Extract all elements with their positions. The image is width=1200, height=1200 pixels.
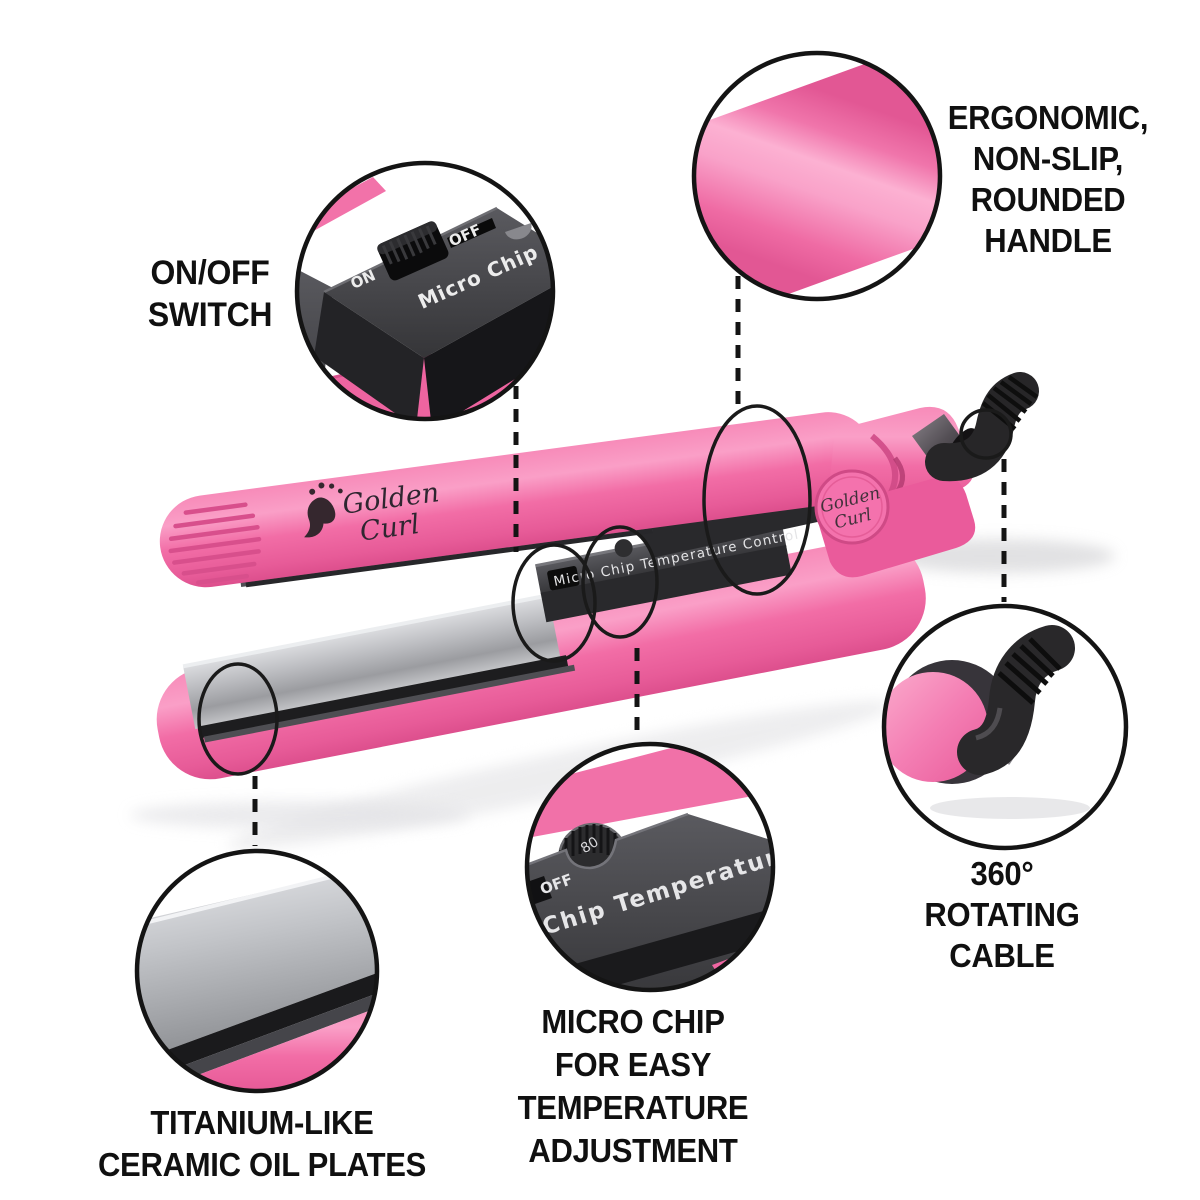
label-line: TEMPERATURE [517, 1089, 749, 1126]
zoom-circle-plates [134, 848, 380, 1094]
label-on-off-switch: ON/OFF SWITCH [90, 252, 331, 336]
label-line: MICRO CHIP [541, 1003, 725, 1040]
marker-dial [581, 525, 659, 639]
label-line: ON/OFF [150, 254, 270, 292]
label-micro-chip: MICRO CHIP FOR EASY TEMPERATURE ADJUSTME… [487, 1000, 778, 1172]
callout-lines [252, 276, 1007, 846]
label-line: 360° [970, 855, 1034, 892]
cable-ridges [981, 375, 1039, 431]
label-line: TITANIUM-LIKE [150, 1104, 374, 1141]
upper-arm: Golden Curl [159, 412, 875, 588]
marker-cable [959, 408, 1013, 460]
label-line: SWITCH [147, 296, 273, 334]
label-line: HANDLE [984, 222, 1112, 259]
label-line: NON-SLIP, [972, 140, 1124, 177]
zoom-circle-cable [881, 603, 1129, 851]
label-line: ERGONOMIC, [947, 99, 1149, 136]
zoom-source-markers [197, 404, 1013, 776]
label-line: CABLE [949, 937, 1055, 974]
label-line: ADJUSTMENT [528, 1132, 738, 1169]
label-rotating-cable: 360° ROTATING CABLE [882, 853, 1123, 976]
cable [925, 372, 1039, 482]
label-line: FOR EASY [554, 1046, 712, 1083]
marker-switch [511, 543, 597, 663]
label-line: ROUNDED [970, 181, 1126, 218]
temperature-dial [614, 539, 633, 558]
label-line: ROTATING [924, 896, 1080, 933]
hinge: Golden Curl [814, 372, 1039, 578]
power-switch [547, 566, 580, 591]
zoom-switch-knob [377, 221, 449, 281]
lower-plate [183, 595, 561, 730]
hinge-badge: Golden Curl [814, 469, 890, 545]
label-titanium-plates: TITANIUM-LIKE CERAMIC OIL PLATES [55, 1102, 469, 1186]
marker-plates [197, 662, 279, 776]
tip-ridges [168, 502, 262, 585]
marker-handle [702, 404, 812, 596]
label-ergonomic-handle: ERGONOMIC, NON-SLIP, ROUNDED HANDLE [928, 97, 1169, 261]
label-line: CERAMIC OIL PLATES [97, 1146, 427, 1183]
inner-plate-wedge [636, 500, 822, 558]
